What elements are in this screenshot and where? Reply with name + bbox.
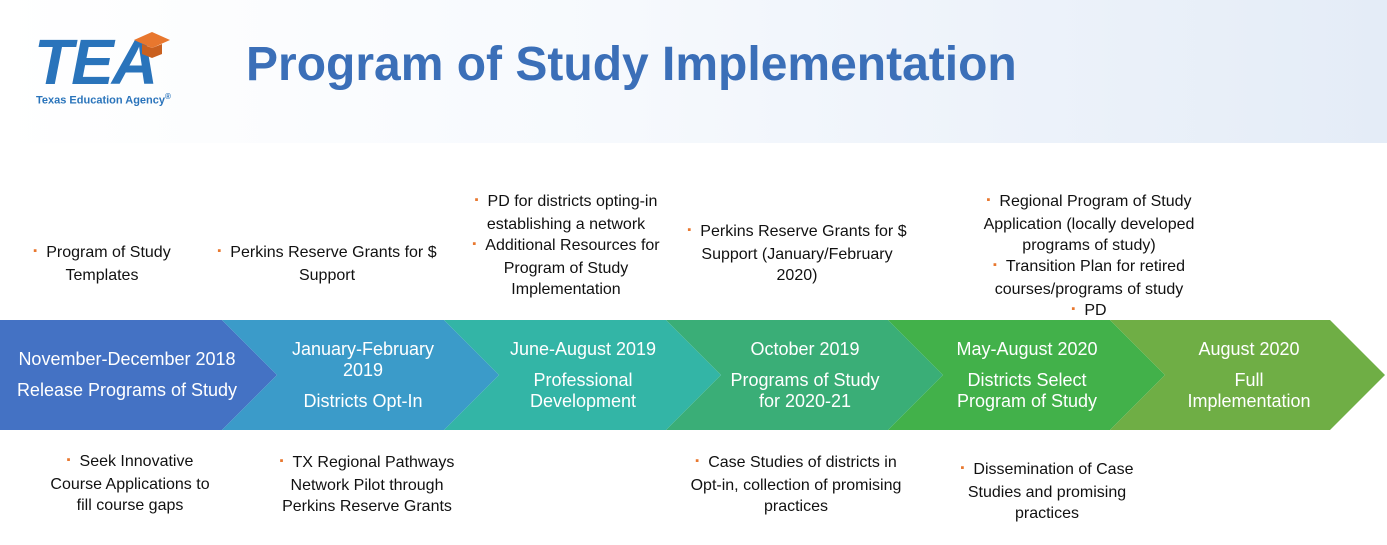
stage-6: August 2020 Full Implementation	[1146, 320, 1352, 430]
stage-arrow-4	[666, 320, 943, 430]
bullet-item: Regional Program of Study Application (l…	[960, 191, 1218, 256]
tea-logo: TEA Texas Education Agency®	[34, 30, 194, 110]
stage-1: November-December 2018 Release Programs …	[0, 320, 254, 430]
stage-5: May-August 2020 Districts Select Program…	[924, 320, 1130, 430]
stage-date: January-February 2019	[291, 338, 435, 380]
bullet-item: Perkins Reserve Grants for $ Support (Ja…	[682, 221, 912, 286]
bullet-item: Program of Study Templates	[12, 242, 192, 286]
note-above-3: PD for districts opting-in establishing …	[456, 191, 676, 300]
note-below-1: Seek Innovative Course Applications to f…	[50, 451, 210, 516]
stage-label: Districts Opt-In	[303, 390, 423, 411]
page-title: Program of Study Implementation	[246, 38, 1017, 91]
note-below-4: Dissemination of Case Studies and promis…	[942, 459, 1152, 524]
stage-3: June-August 2019 Professional Developmen…	[480, 320, 686, 430]
stage-label: Full Implementation	[1187, 369, 1311, 411]
stage-arrow-5	[888, 320, 1165, 430]
bullet-item: Perkins Reserve Grants for $ Support	[212, 242, 442, 286]
stage-date: June-August 2019	[509, 338, 657, 359]
stage-2: January-February 2019 Districts Opt-In	[258, 320, 468, 430]
stage-arrow-1	[0, 320, 277, 430]
stage-label: Programs of Study for 2020-21	[730, 369, 880, 411]
bullet-item: Seek Innovative Course Applications to f…	[50, 451, 210, 516]
bullet-item: Dissemination of Case Studies and promis…	[942, 459, 1152, 524]
stage-arrow-6	[1110, 320, 1385, 430]
note-below-2: TX Regional Pathways Network Pilot throu…	[262, 452, 472, 517]
timeline-arrows	[0, 320, 1385, 430]
stage-date: May-August 2020	[956, 338, 1098, 359]
stage-date: October 2019	[750, 338, 860, 359]
note-above-2: Perkins Reserve Grants for $ Support	[212, 242, 442, 286]
note-below-3: Case Studies of districts in Opt-in, col…	[680, 452, 912, 517]
stage-date: November-December 2018	[18, 349, 236, 369]
stage-arrow-2	[222, 320, 499, 430]
stage-date: August 2020	[1198, 338, 1300, 359]
note-above-4: Perkins Reserve Grants for $ Support (Ja…	[682, 221, 912, 286]
stage-label: Districts Select Program of Study	[956, 369, 1098, 411]
graduation-cap-icon	[134, 32, 170, 58]
note-above-5: Regional Program of Study Application (l…	[960, 191, 1218, 323]
bullet-item: PD	[960, 300, 1218, 323]
stage-arrow-3	[444, 320, 721, 430]
note-above-1: Program of Study Templates	[12, 242, 192, 286]
bullet-item: Case Studies of districts in Opt-in, col…	[680, 452, 912, 517]
bullet-item: TX Regional Pathways Network Pilot throu…	[262, 452, 472, 517]
header-banner: TEA Texas Education Agency® Program of S…	[0, 0, 1387, 143]
stage-label: Professional Development	[529, 369, 637, 411]
bullet-item: Additional Resources for Program of Stud…	[456, 235, 676, 300]
bullet-item: PD for districts opting-in establishing …	[456, 191, 676, 235]
logo-subtitle: Texas Education Agency®	[36, 92, 171, 107]
bullet-item: Transition Plan for retired courses/prog…	[960, 256, 1218, 300]
stage-4: October 2019 Programs of Study for 2020-…	[702, 320, 908, 430]
stage-label: Release Programs of Study	[16, 380, 238, 400]
